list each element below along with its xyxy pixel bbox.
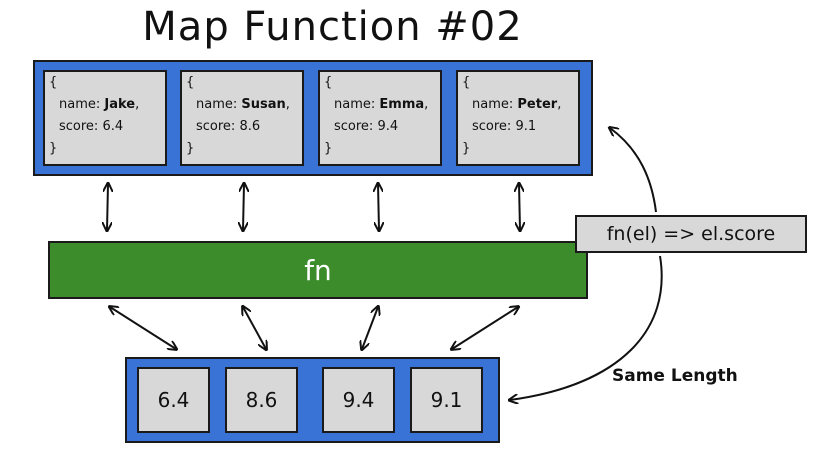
double-arrow: [452, 307, 518, 349]
double-arrow: [110, 307, 176, 349]
close-brace: }: [462, 141, 471, 156]
double-arrow: [362, 307, 378, 349]
name-comma: ,: [424, 97, 429, 112]
score-line: score: 8.6: [186, 116, 302, 138]
input-array: { name: Jake, score: 6.4 } { name: Susan…: [33, 60, 593, 176]
same-length-note: Same Length: [612, 366, 738, 386]
score-value: 8.6: [239, 119, 261, 134]
double-arrow: [243, 307, 266, 349]
name-value: Peter: [517, 97, 558, 112]
name-value: Jake: [104, 97, 136, 112]
score-line: score: 9.4: [324, 116, 440, 138]
name-line: name: Peter,: [462, 94, 578, 116]
score-key: score:: [472, 119, 512, 134]
double-arrow: [243, 184, 244, 230]
score-value: 6.4: [102, 119, 124, 134]
output-cell: 9.4: [322, 367, 395, 433]
name-comma: ,: [285, 97, 290, 112]
name-line: name: Jake,: [49, 94, 165, 116]
name-key: name:: [334, 97, 376, 112]
name-line: name: Susan,: [186, 94, 302, 116]
open-brace: {: [324, 75, 333, 90]
open-brace: {: [49, 75, 58, 90]
input-object-card: { name: Jake, score: 6.4 }: [43, 70, 167, 166]
name-line: name: Emma,: [324, 94, 440, 116]
curved-arrow-to-output: [510, 255, 663, 400]
fn-bar-label: fn: [304, 253, 332, 287]
curved-arrow-to-input: [610, 128, 657, 213]
score-key: score:: [59, 119, 99, 134]
score-value: 9.1: [515, 119, 537, 134]
name-key: name:: [472, 97, 514, 112]
score-key: score:: [334, 119, 374, 134]
fn-expression-label: fn(el) => el.score: [575, 215, 807, 253]
fn-bar: fn: [48, 241, 588, 299]
score-line: score: 6.4: [49, 116, 165, 138]
name-comma: ,: [135, 97, 140, 112]
open-brace: {: [462, 75, 471, 90]
close-brace: }: [186, 141, 195, 156]
name-key: name:: [59, 97, 101, 112]
output-cell: 8.6: [225, 367, 298, 433]
open-brace: {: [186, 75, 195, 90]
input-object-card: { name: Emma, score: 9.4 }: [318, 70, 442, 166]
diagram-title: Map Function #02: [142, 4, 523, 50]
output-cell: 6.4: [137, 367, 210, 433]
name-comma: ,: [557, 97, 562, 112]
double-arrow: [378, 184, 379, 230]
input-object-card: { name: Susan, score: 8.6 }: [180, 70, 304, 166]
close-brace: }: [324, 141, 333, 156]
output-cell: 9.1: [410, 367, 483, 433]
name-value: Susan: [241, 97, 286, 112]
name-key: name:: [196, 97, 238, 112]
name-value: Emma: [379, 97, 425, 112]
close-brace: }: [49, 141, 58, 156]
output-array: 6.4 8.6 9.4 9.1: [125, 357, 500, 443]
score-line: score: 9.1: [462, 116, 578, 138]
score-value: 9.4: [377, 119, 399, 134]
input-object-card: { name: Peter, score: 9.1 }: [456, 70, 580, 166]
double-arrow: [519, 184, 520, 230]
double-arrow: [107, 184, 108, 230]
score-key: score:: [196, 119, 236, 134]
